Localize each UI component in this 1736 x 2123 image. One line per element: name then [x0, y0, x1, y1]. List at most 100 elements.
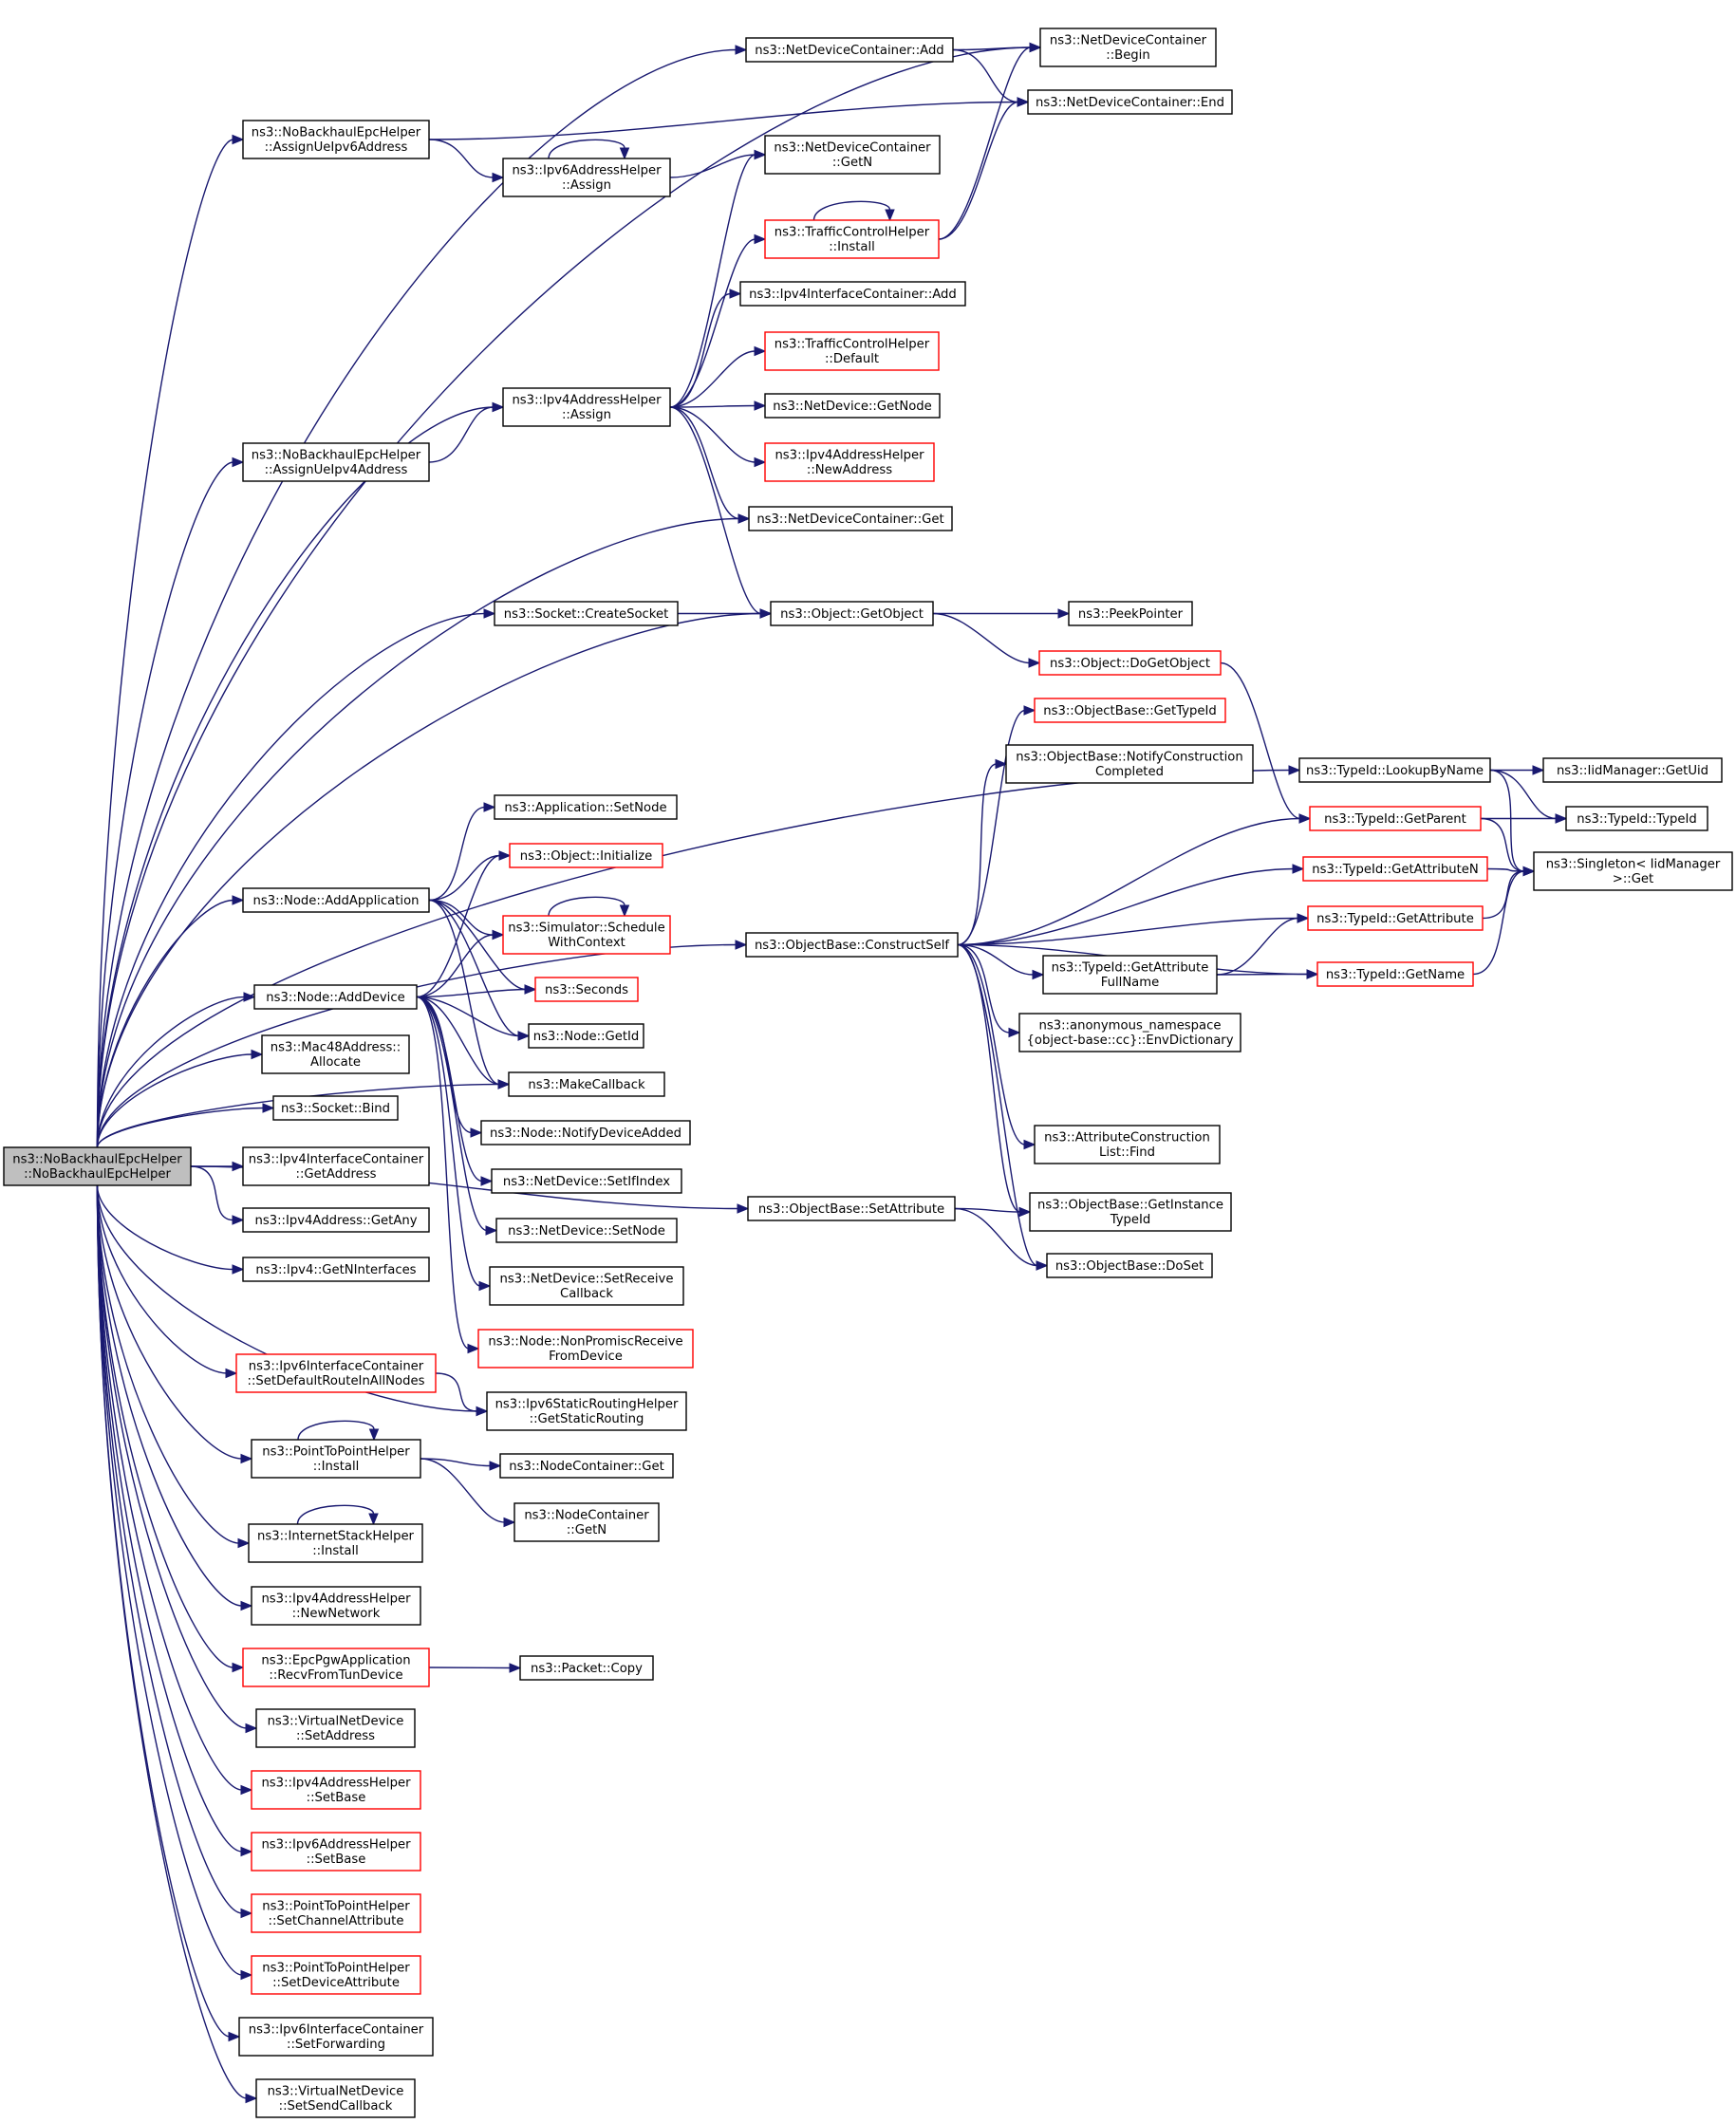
- function-node[interactable]: ns3::Node::AddApplication: [242, 887, 430, 913]
- function-node-box: [528, 1023, 644, 1049]
- function-node[interactable]: ns3::Node::NotifyDeviceAdded: [480, 1120, 691, 1145]
- function-node[interactable]: ns3::NetDeviceContainer::Get: [748, 506, 953, 531]
- call-edge: [957, 813, 1312, 946]
- function-node[interactable]: ns3::IidManager::GetUid: [1542, 757, 1723, 783]
- function-node-box: [242, 1257, 430, 1282]
- function-node[interactable]: ns3::Packet::Copy: [519, 1655, 654, 1681]
- function-node[interactable]: ns3::EpcPgwApplication::RecvFromTunDevic…: [242, 1648, 430, 1687]
- function-node-label: ::SetDefaultRouteInAllNodes: [248, 1374, 425, 1388]
- function-node[interactable]: ns3::MakeCallback: [508, 1071, 665, 1097]
- function-node[interactable]: ns3::ObjectBase::DoSet: [1046, 1253, 1213, 1278]
- function-node[interactable]: ns3::VirtualNetDevice::SetSendCallback: [255, 2078, 416, 2118]
- call-edge: [416, 996, 511, 1089]
- function-node[interactable]: ns3::NetDevice::GetNode: [764, 393, 941, 419]
- function-node[interactable]: ns3::Node::AddDevice: [253, 984, 418, 1010]
- call-edge: [669, 149, 767, 408]
- function-node[interactable]: ns3::Object::GetObject: [770, 601, 934, 626]
- function-node[interactable]: ns3::NoBackhaulEpcHelper::AssignUeIpv4Ad…: [242, 442, 430, 482]
- function-node[interactable]: ns3::Object::Initialize: [509, 843, 663, 868]
- function-node[interactable]: ns3::anonymous_namespace{object-base::cc…: [1018, 1013, 1241, 1052]
- function-node-box: [1029, 1192, 1232, 1232]
- function-node[interactable]: ns3::ObjectBase::NotifyConstructionCompl…: [1005, 744, 1254, 784]
- function-node[interactable]: ns3::ObjectBase::ConstructSelf: [745, 932, 959, 958]
- function-node[interactable]: ns3::Ipv6AddressHelper::SetBase: [251, 1832, 421, 1872]
- function-node[interactable]: ns3::Ipv6AddressHelper::Assign: [502, 158, 671, 197]
- function-node[interactable]: ns3::Seconds: [534, 977, 639, 1002]
- function-node[interactable]: ns3::PointToPointHelper::Install: [251, 1439, 421, 1479]
- function-node-label: ::GetN: [832, 156, 872, 170]
- function-node[interactable]: ns3::NetDeviceContainer::End: [1027, 89, 1233, 115]
- function-node-box: [764, 393, 941, 419]
- function-node[interactable]: ns3::TrafficControlHelper::Default: [764, 331, 940, 371]
- call-edge: [957, 943, 1045, 980]
- function-node[interactable]: ns3::TypeId::LookupByName: [1298, 757, 1491, 783]
- function-node[interactable]: ns3::NodeContainer::GetN: [513, 1502, 660, 1542]
- function-node[interactable]: ns3::Singleton< IidManager >::Get: [1533, 851, 1733, 891]
- function-node[interactable]: ns3::Ipv4InterfaceContainer::Add: [739, 281, 966, 307]
- function-node-box: [1046, 1253, 1213, 1278]
- function-node[interactable]: ns3::NetDevice::SetNode: [495, 1218, 678, 1243]
- function-node-label: ::Begin: [1106, 48, 1149, 63]
- function-node-label: Callback: [560, 1287, 613, 1301]
- function-node[interactable]: ns3::Socket::Bind: [272, 1095, 399, 1121]
- function-node[interactable]: ns3::TypeId::GetAttributeN: [1302, 856, 1488, 882]
- function-node[interactable]: ns3::ObjectBase::GetTypeId: [1034, 698, 1226, 723]
- function-node[interactable]: ns3::Ipv6InterfaceContainer::SetForwardi…: [238, 2017, 434, 2057]
- function-node[interactable]: ns3::NoBackhaulEpcHelper::NoBackhaulEpcH…: [3, 1146, 192, 1186]
- function-node[interactable]: ns3::VirtualNetDevice::SetAddress: [255, 1708, 416, 1748]
- function-node[interactable]: ns3::Ipv4AddressHelper::SetBase: [251, 1770, 421, 1810]
- function-node[interactable]: ns3::NetDeviceContainer::Add: [745, 37, 954, 63]
- function-node-label: ns3::Ipv6StaticRoutingHelper: [495, 1398, 679, 1412]
- function-node[interactable]: ns3::Ipv4AddressHelper::NewNetwork: [251, 1586, 421, 1626]
- function-node[interactable]: ns3::NoBackhaulEpcHelper::AssignUeIpv6Ad…: [242, 120, 430, 159]
- function-node-box: [486, 1391, 687, 1431]
- function-node-label: ns3::ObjectBase::NotifyConstruction: [1016, 751, 1242, 765]
- call-edge: [669, 406, 751, 524]
- function-node[interactable]: ns3::InternetStackHelper::Install: [248, 1523, 423, 1563]
- function-node[interactable]: ns3::Application::SetNode: [494, 794, 678, 820]
- call-edge: [428, 139, 505, 183]
- function-node[interactable]: ns3::ObjectBase::SetAttribute: [747, 1196, 956, 1221]
- function-node[interactable]: ns3::PointToPointHelper::SetChannelAttri…: [251, 1893, 421, 1933]
- function-node[interactable]: ns3::TypeId::TypeId: [1565, 806, 1708, 831]
- call-edge: [932, 612, 1041, 668]
- function-node-label: ns3::ObjectBase::ConstructSelf: [755, 939, 949, 953]
- function-node[interactable]: ns3::Socket::CreateSocket: [494, 601, 679, 626]
- function-node[interactable]: ns3::Ipv4::GetNInterfaces: [242, 1257, 430, 1282]
- function-node[interactable]: ns3::TypeId::GetParent: [1309, 806, 1482, 831]
- function-node[interactable]: ns3::NetDeviceContainer::GetN: [764, 135, 941, 175]
- function-node[interactable]: ns3::Ipv4AddressHelper::NewAddress: [764, 442, 935, 482]
- function-node-box: [3, 1146, 192, 1186]
- function-node[interactable]: ns3::Object::DoGetObject: [1038, 650, 1222, 676]
- function-node[interactable]: ns3::TypeId::GetAttribute: [1307, 905, 1484, 931]
- function-node[interactable]: ns3::Mac48Address::Allocate: [261, 1034, 410, 1074]
- call-edge: [957, 705, 1036, 946]
- function-node[interactable]: ns3::NodeContainer::Get: [499, 1453, 674, 1479]
- function-node[interactable]: ns3::Ipv6StaticRoutingHelper::GetStaticR…: [486, 1391, 687, 1431]
- function-node-box: [748, 506, 953, 531]
- call-edge: [96, 1184, 245, 1275]
- function-node[interactable]: ns3::Ipv4InterfaceContainer::GetAddress: [242, 1146, 430, 1186]
- function-node-label: {object-base::cc}::EnvDictionary: [1026, 1034, 1233, 1048]
- function-node[interactable]: ns3::TypeId::GetName: [1316, 961, 1474, 987]
- function-node-label: ns3::Object::GetObject: [780, 607, 924, 622]
- function-node[interactable]: ns3::Ipv4AddressHelper::Assign: [502, 387, 671, 427]
- function-node[interactable]: ns3::Ipv6InterfaceContainer::SetDefaultR…: [235, 1353, 437, 1393]
- function-node-box: [251, 1439, 421, 1479]
- function-node[interactable]: ns3::NetDeviceContainer::Begin: [1039, 28, 1217, 67]
- call-edge: [296, 1504, 379, 1526]
- function-node[interactable]: ns3::Node::GetId: [528, 1023, 644, 1049]
- function-node[interactable]: ns3::PeekPointer: [1068, 601, 1193, 626]
- function-node-box: [764, 442, 935, 482]
- function-node[interactable]: ns3::TrafficControlHelper::Install: [764, 219, 940, 259]
- function-node[interactable]: ns3::PointToPointHelper::SetDeviceAttrib…: [251, 1955, 421, 1995]
- function-node[interactable]: ns3::NetDevice::SetIfIndex: [491, 1168, 682, 1194]
- function-node[interactable]: ns3::Ipv4Address::GetAny: [242, 1207, 430, 1233]
